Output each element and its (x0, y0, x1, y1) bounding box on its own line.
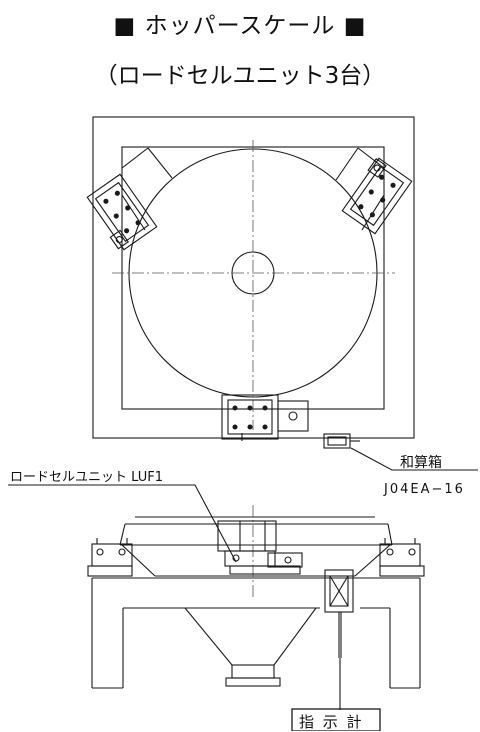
summing-box-model-label: J04EA−16 (384, 482, 465, 497)
bracket-top-right (335, 147, 385, 231)
plan-frame-outer (92, 116, 415, 439)
summing-box-label: 和算箱 (400, 455, 442, 471)
summing-box-side (324, 569, 354, 658)
loadcell-unit-plan-top-left (86, 173, 158, 251)
bracket-top-left (121, 147, 173, 231)
indicator-label: 指 示 計 (299, 713, 364, 731)
loadcell-unit-side-right (379, 538, 425, 577)
loadcell-unit-side-left (87, 538, 133, 577)
hopper-cone-side (184, 607, 317, 687)
indicator-box (291, 708, 381, 731)
page-subtitle: （ロードセルユニット3台） (94, 63, 386, 89)
loadcell-unit-side-center (217, 520, 303, 575)
loadcell-unit-plan-bottom (221, 394, 309, 441)
hopper-body-side (119, 516, 393, 577)
summing-box-plan (323, 433, 360, 449)
loadcell-leader (8, 484, 237, 563)
loadcell-label: ロードセルユニット LUF1 (10, 470, 163, 485)
summing-box-leader (350, 447, 478, 471)
support-frame-side (91, 577, 421, 689)
page-title: ■ ホッパースケール ■ (113, 13, 367, 39)
loadcell-unit-plan-top-right (341, 157, 413, 235)
